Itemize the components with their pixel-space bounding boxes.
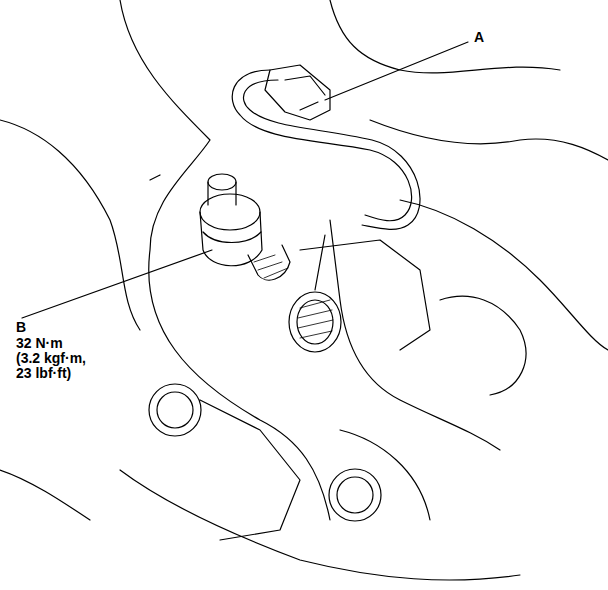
torque-spec: 32 N·m (3.2 kgf·m, 23 lbf·ft) xyxy=(16,336,88,381)
callout-letter: B xyxy=(16,320,26,335)
callout-letter: A xyxy=(474,30,484,45)
